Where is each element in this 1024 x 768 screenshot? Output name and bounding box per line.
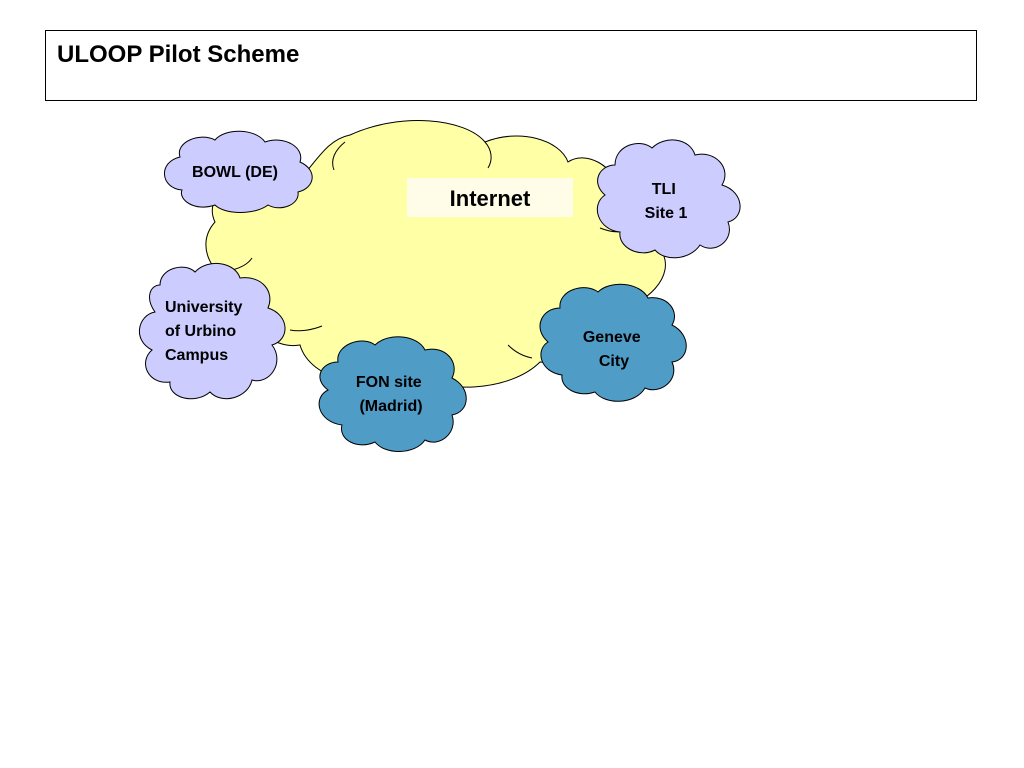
internet-label-background xyxy=(407,178,573,217)
site-label-geneve-line-1: Geneve xyxy=(583,329,641,346)
site-label-bowl: BOWL (DE) xyxy=(192,164,278,181)
site-label-fon-line-2: (Madrid) xyxy=(359,398,422,415)
site-cloud-urbino: University of Urbino Campus xyxy=(138,263,286,400)
site-label-geneve: Geneve City xyxy=(583,329,645,370)
site-label-tli-line-1: TLI xyxy=(652,181,676,198)
slide-title-box: ULOOP Pilot Scheme xyxy=(45,30,977,101)
site-label-urbino-line-3: Campus xyxy=(165,347,228,364)
site-cloud-fon-shape xyxy=(318,336,467,452)
site-cloud-tli: TLI Site 1 xyxy=(596,139,741,259)
site-label-tli: TLI Site 1 xyxy=(645,181,688,222)
site-cloud-bowl-shape xyxy=(164,130,313,213)
site-label-geneve-line-2: City xyxy=(599,353,629,370)
site-label-fon: FON site (Madrid) xyxy=(356,374,426,415)
site-label-urbino: University of Urbino Campus xyxy=(165,299,247,364)
site-cloud-urbino-shape xyxy=(138,263,286,400)
site-label-bowl-line-1: BOWL (DE) xyxy=(192,164,278,181)
site-cloud-geneve-shape xyxy=(539,283,687,402)
site-cloud-fon: FON site (Madrid) xyxy=(318,336,467,452)
site-cloud-geneve: Geneve City xyxy=(539,283,687,402)
site-label-tli-line-2: Site 1 xyxy=(645,205,688,222)
internet-label: Internet xyxy=(450,186,531,211)
site-cloud-bowl: BOWL (DE) xyxy=(164,130,313,213)
site-label-urbino-line-1: University xyxy=(165,299,242,316)
site-label-fon-line-1: FON site xyxy=(356,374,422,391)
site-label-urbino-line-2: of Urbino xyxy=(165,323,236,340)
site-cloud-tli-shape xyxy=(596,139,741,259)
slide-title: ULOOP Pilot Scheme xyxy=(57,41,300,68)
